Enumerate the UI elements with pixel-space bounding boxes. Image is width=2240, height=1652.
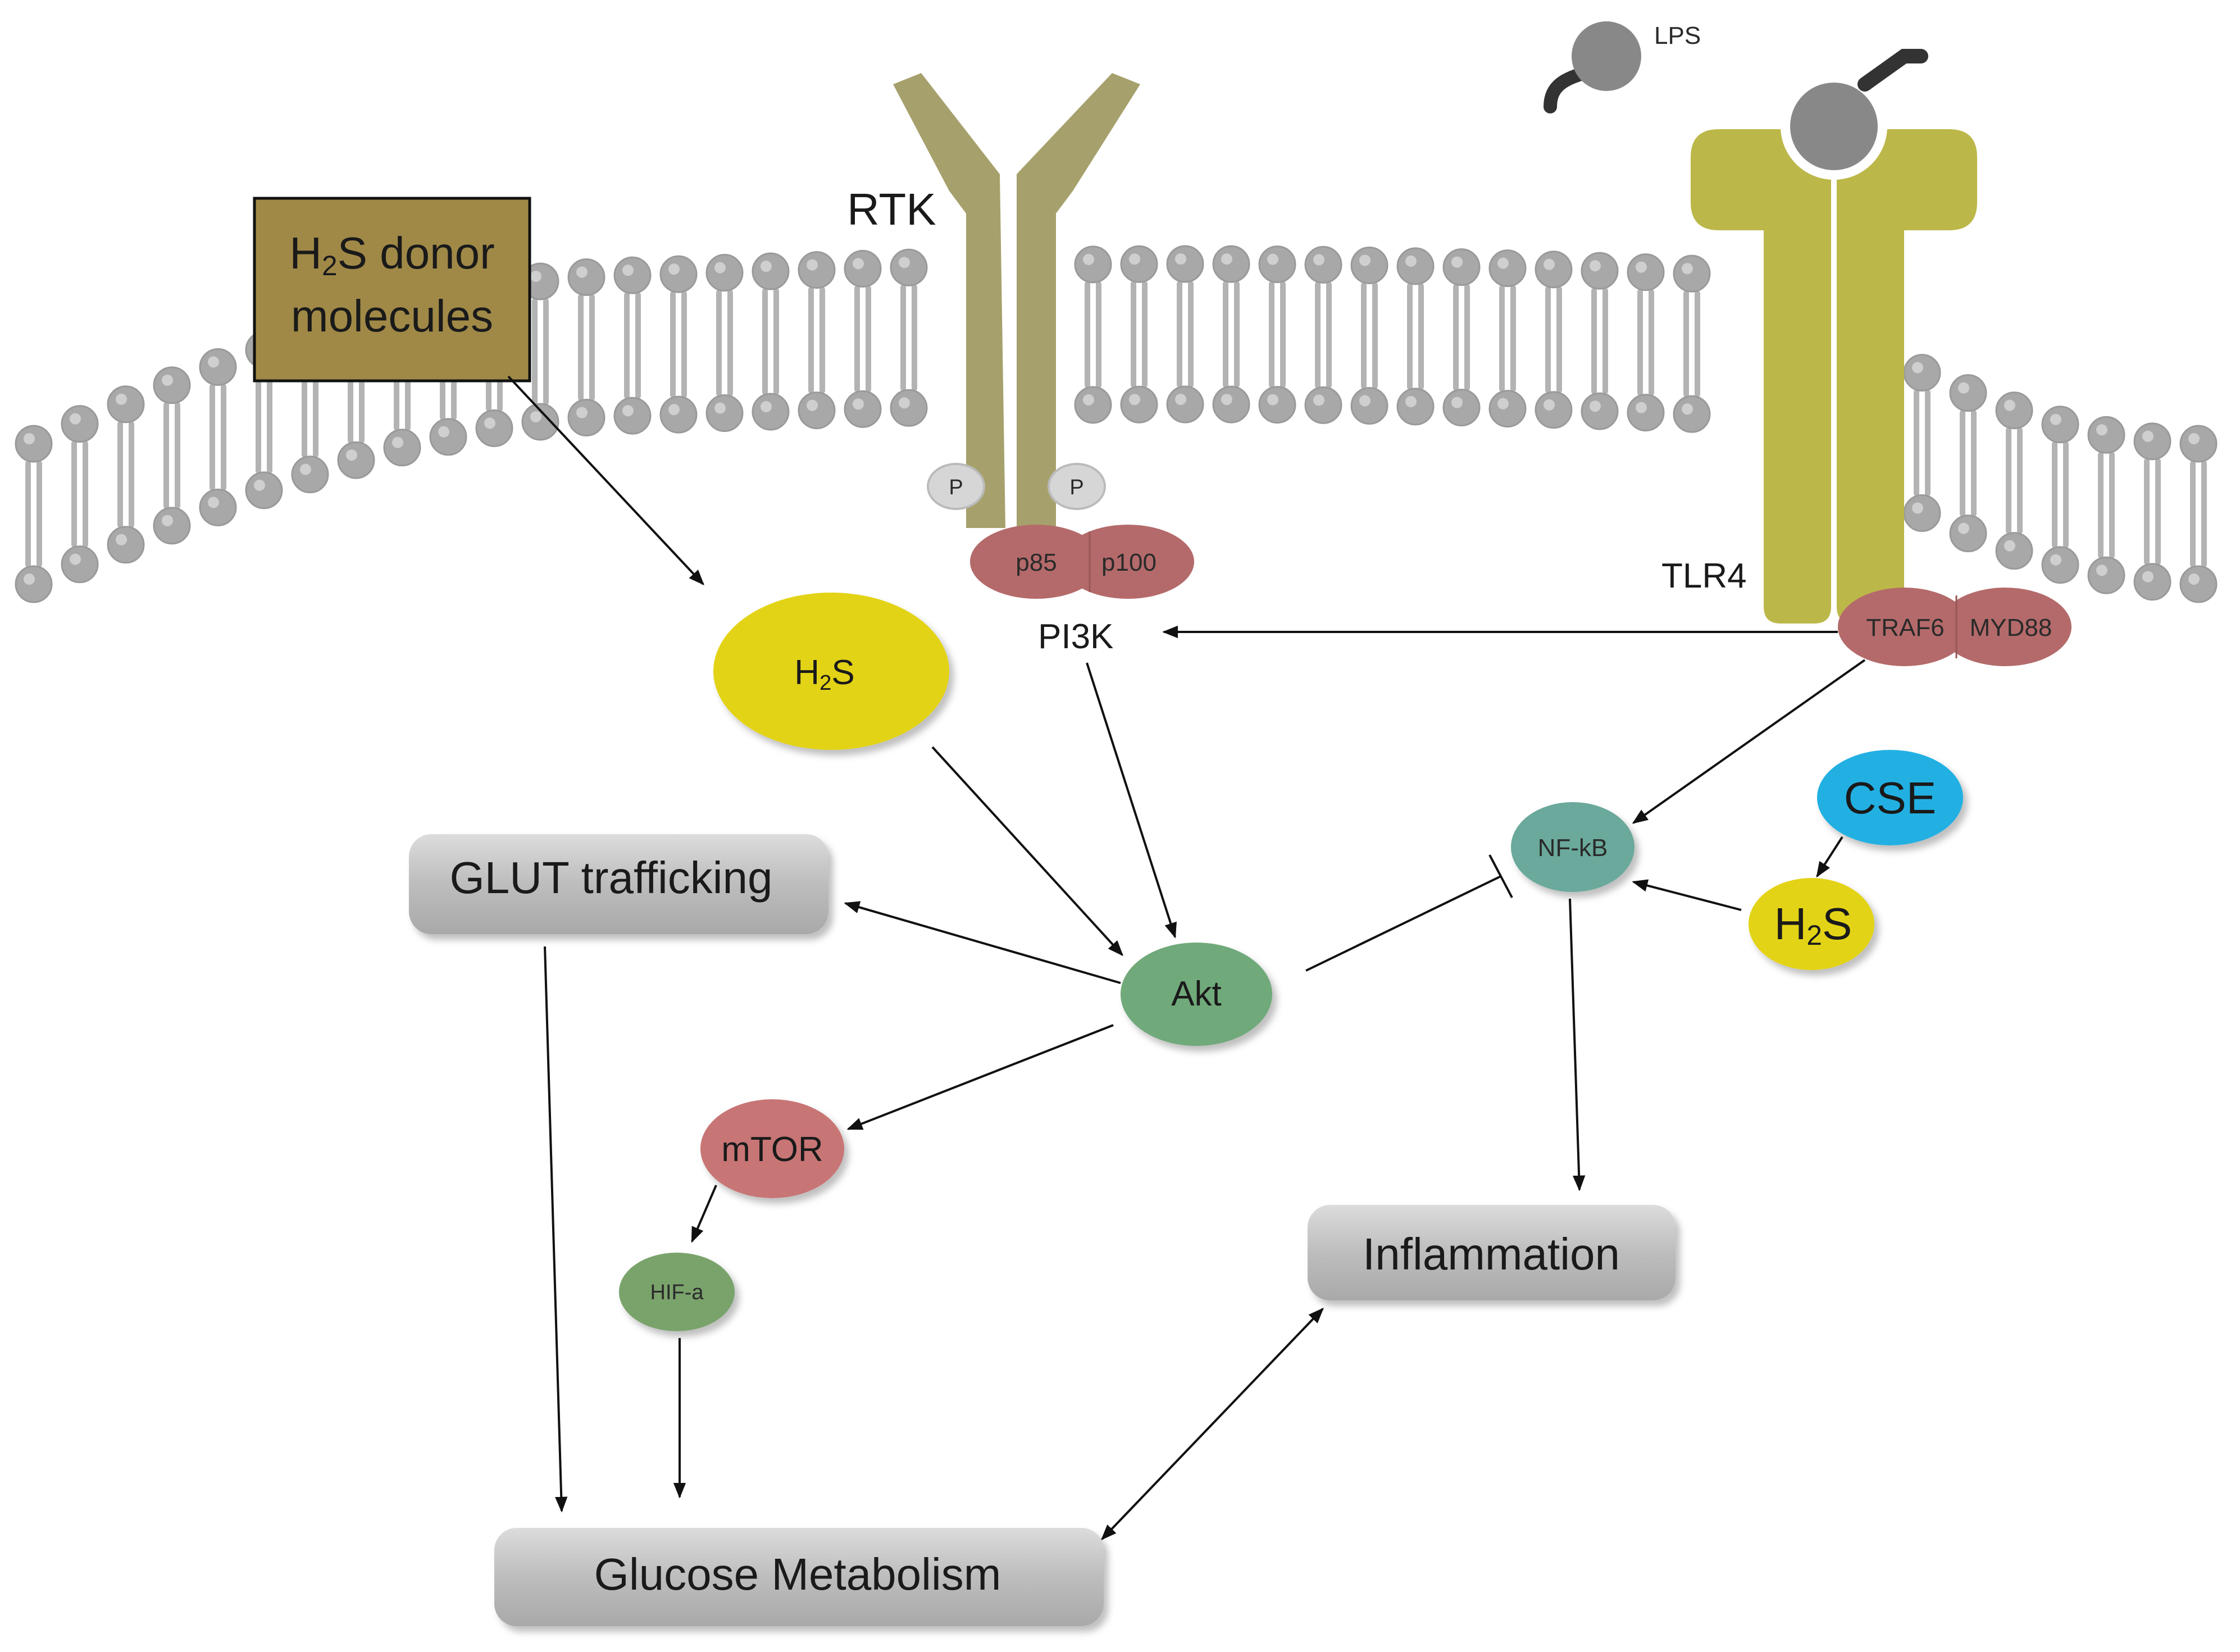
phospholipid — [659, 255, 698, 434]
pi3k-complex: p85 p100 — [970, 525, 1194, 599]
cell-membrane-bilayer — [15, 245, 2218, 603]
h2s-donor-box: H2S donor molecules — [253, 197, 531, 383]
arrow-pi3k-to-akt — [1086, 662, 1177, 939]
pi3k-label: PI3K — [1038, 617, 1113, 656]
phospholipid — [1442, 248, 1481, 427]
svg-text:Inflammation: Inflammation — [1363, 1229, 1620, 1279]
cse-node: CSE — [1817, 750, 1963, 845]
phospholipid — [1627, 253, 1665, 432]
p85-label: p85 — [1016, 549, 1057, 576]
pathway-arrows — [507, 375, 1866, 1541]
phospholipid — [1166, 245, 1204, 424]
phospholipid — [1396, 247, 1435, 426]
phosphate-left: P — [927, 463, 985, 510]
traf6-myd88-complex: TRAF6 MYD88 — [1838, 588, 2071, 666]
phospholipid — [1903, 354, 1941, 533]
arrow-glut-to-glucose — [544, 946, 568, 1513]
phospholipid — [2041, 406, 2079, 584]
phospholipid — [1304, 245, 1342, 424]
phospholipid — [613, 256, 652, 435]
phospholipid — [567, 258, 605, 436]
phosphate-right: P — [1048, 463, 1106, 510]
phospholipid — [61, 405, 99, 584]
svg-text:GLUT trafficking: GLUT trafficking — [449, 853, 772, 903]
arrow-akt-to-mtor — [846, 1024, 1114, 1130]
phospholipid — [199, 348, 237, 526]
phospholipid — [705, 254, 744, 433]
arrow-mtor-to-hifa — [691, 1185, 717, 1243]
phospholipid — [2179, 425, 2218, 603]
cse-label: CSE — [1844, 773, 1937, 823]
arrow-traf6-to-nfkb — [1632, 659, 1866, 824]
phospholipid — [521, 262, 559, 441]
phospholipid — [2133, 422, 2171, 601]
nfkb-node: NF-kB — [1511, 802, 1635, 892]
svg-text:Glucose Metabolism: Glucose Metabolism — [594, 1549, 1001, 1599]
phospholipid — [15, 425, 53, 603]
hifa-label: HIF-a — [650, 1281, 704, 1304]
nfkb-label: NF-kB — [1538, 834, 1608, 862]
glucose-metabolism-box: Glucose Metabolism — [494, 1528, 1104, 1626]
rtk-receptor — [893, 73, 1140, 528]
arrow-nfkb-to-inflammation — [1569, 898, 1586, 1191]
mtor-label: mTOR — [721, 1130, 823, 1169]
svg-text:molecules: molecules — [291, 291, 493, 341]
phospholipid — [1995, 392, 2033, 570]
svg-text:H2S: H2S — [1774, 899, 1852, 951]
akt-node: Akt — [1121, 943, 1272, 1046]
arrow-glucose-inflammation — [1101, 1307, 1324, 1541]
phospholipid — [1535, 251, 1573, 429]
mtor-node: mTOR — [700, 1099, 844, 1198]
arrow-akt-to-glut — [844, 901, 1121, 984]
phospholipid — [1212, 245, 1250, 424]
arrow-donor-to-h2s — [507, 375, 704, 586]
inflammation-box: Inflammation — [1308, 1205, 1676, 1300]
p100-label: p100 — [1101, 549, 1157, 576]
phospholipid — [890, 248, 928, 427]
h2s-node-main: H2S — [713, 593, 949, 750]
phospholipid — [2087, 416, 2125, 594]
tlr4-receptor — [1691, 49, 1977, 629]
arrow-h2s-to-akt — [931, 746, 1123, 957]
phospholipid — [1258, 245, 1296, 424]
inhibit-bar — [1488, 854, 1513, 898]
h2s-node-small: H2S — [1749, 878, 1874, 970]
svg-text:H2S donor: H2S donor — [289, 228, 495, 281]
tlr4-label: TLR4 — [1661, 557, 1747, 595]
phospholipid — [844, 249, 882, 428]
traf6-label: TRAF6 — [1866, 614, 1944, 641]
phospholipid — [1581, 252, 1619, 430]
svg-text:P: P — [949, 476, 963, 499]
phospholipid — [153, 366, 191, 545]
lps-label: LPS — [1654, 22, 1701, 49]
phospholipid — [798, 251, 836, 430]
rtk-label: RTK — [847, 184, 936, 234]
akt-label: Akt — [1171, 975, 1222, 1013]
inhibit-akt-to-nfkb — [1305, 875, 1501, 972]
svg-text:H2S: H2S — [794, 653, 855, 695]
hifa-node: HIF-a — [619, 1253, 735, 1331]
arrow-cse-to-h2s — [1816, 836, 1843, 878]
arrow-h2s-to-nfkb — [1632, 879, 1742, 911]
phospholipid — [1074, 245, 1112, 424]
svg-text:P: P — [1069, 476, 1083, 499]
phospholipid — [1949, 374, 1987, 553]
phospholipid — [107, 385, 145, 564]
phospholipid — [752, 252, 790, 431]
lps-molecule-free — [1544, 21, 1641, 113]
phospholipid — [1488, 249, 1527, 428]
myd88-label: MYD88 — [1970, 614, 2052, 641]
phospholipid — [1350, 246, 1388, 425]
phospholipid — [1120, 245, 1158, 424]
glut-trafficking-box: GLUT trafficking — [409, 834, 828, 934]
phospholipid — [1673, 254, 1711, 433]
